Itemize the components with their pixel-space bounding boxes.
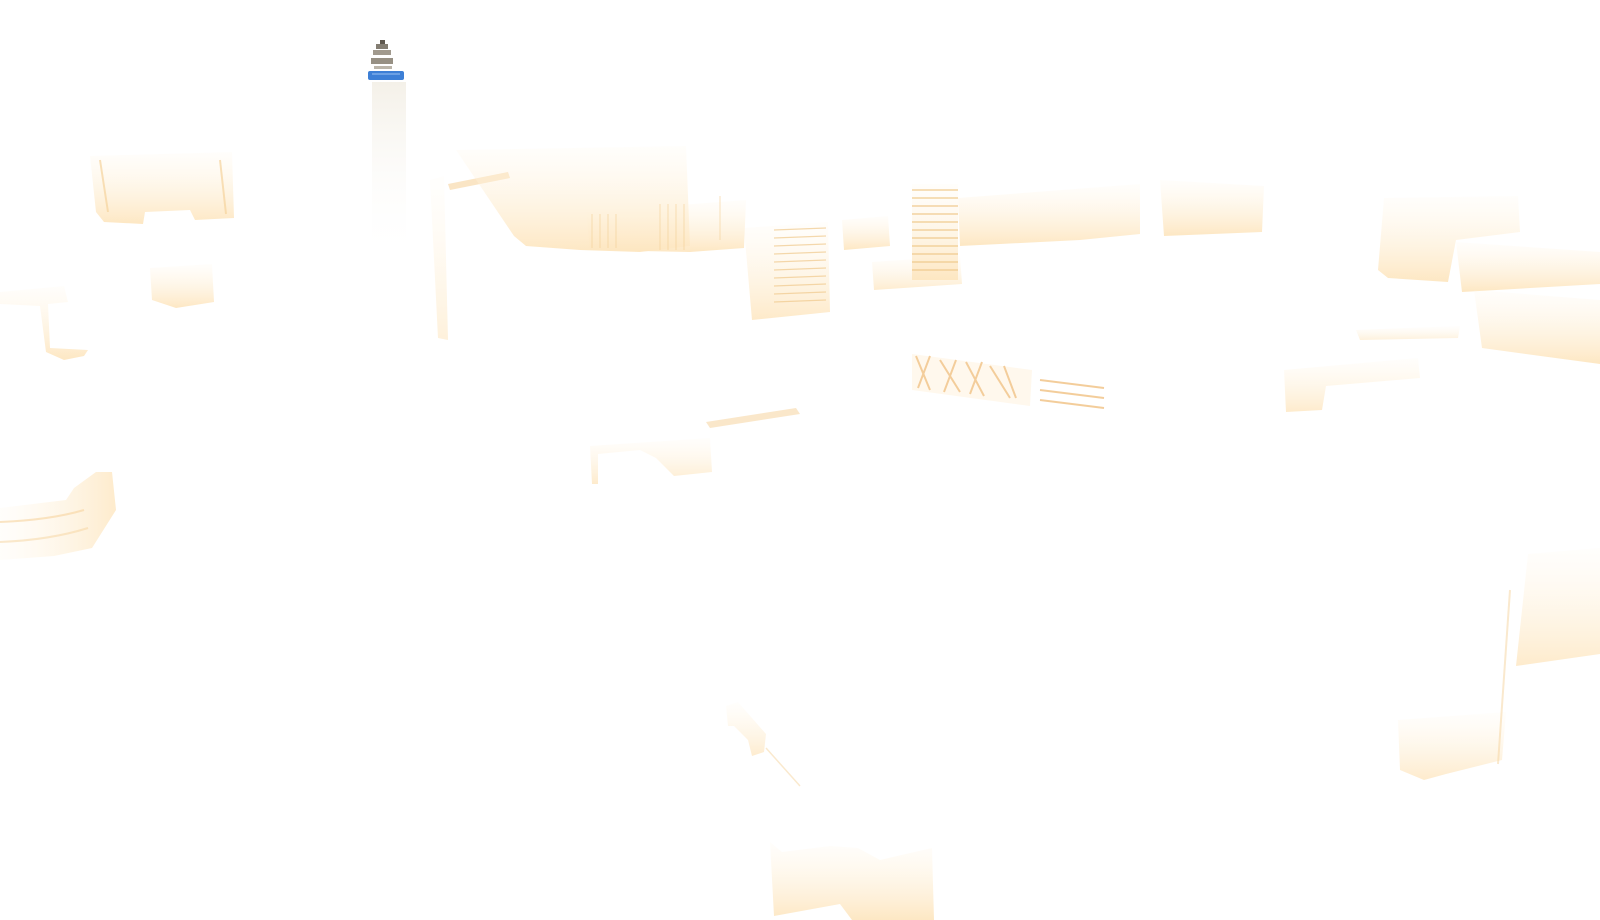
tower-glass-band: [368, 71, 404, 80]
building-cluster-middle: [590, 408, 801, 787]
building-cluster-center: [456, 146, 962, 320]
lattice-structure: [912, 354, 1105, 409]
building-cluster-left-edge: [0, 286, 116, 560]
building-cluster-right-skyline: [912, 180, 1264, 280]
building-cluster-far-right: [1284, 196, 1600, 780]
building-cluster-upper-left: [90, 152, 234, 308]
building-bottom-center: [770, 842, 934, 920]
